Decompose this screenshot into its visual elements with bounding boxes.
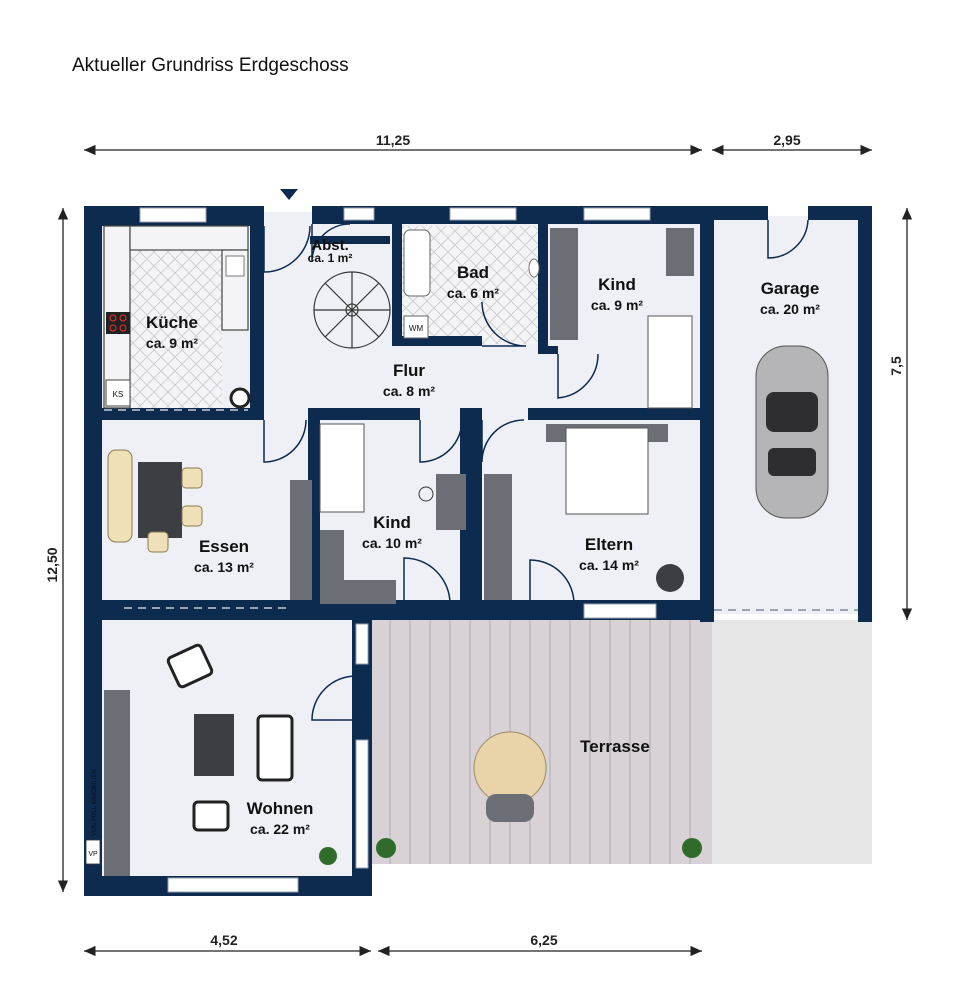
sofa xyxy=(256,714,294,782)
dim-left: 12,50 xyxy=(44,547,60,582)
svg-text:VP: VP xyxy=(88,851,98,858)
stove-icon xyxy=(106,312,130,334)
room-kind-top-name: Kind xyxy=(598,275,636,294)
room-bad-area: ca. 6 m² xyxy=(447,285,499,301)
open-passages xyxy=(104,409,858,611)
dimension-lines xyxy=(57,144,913,957)
shelf xyxy=(666,228,694,276)
fridge xyxy=(105,379,131,407)
room-garage-area: ca. 20 m² xyxy=(760,301,820,317)
windows xyxy=(139,207,657,893)
kitchen-tiles xyxy=(130,248,222,408)
desk xyxy=(436,474,466,530)
desk-chair-icon xyxy=(418,486,434,502)
terrace-deck xyxy=(370,618,712,864)
driveway xyxy=(712,620,872,864)
bath-sink-icon xyxy=(528,258,540,278)
bench xyxy=(107,449,133,543)
chimney-column xyxy=(229,387,251,409)
room-kueche-area: ca. 9 m² xyxy=(146,335,198,351)
dining-chairs xyxy=(147,467,203,553)
bathtub xyxy=(403,229,431,297)
bed-double xyxy=(565,427,649,515)
dim-top-garage: 2,95 xyxy=(773,132,800,148)
spiral-staircase xyxy=(313,271,391,349)
plant-terrace-right-icon xyxy=(682,838,702,858)
doors xyxy=(263,219,809,721)
plant-icon xyxy=(656,564,684,592)
dining-table xyxy=(138,462,182,538)
room-kind-mid-area: ca. 10 m² xyxy=(362,535,422,551)
plant-terrace-left-icon xyxy=(376,838,396,858)
room-eltern-name: Eltern xyxy=(585,535,633,554)
room-wohnen-name: Wohnen xyxy=(247,799,314,818)
room-bad-name: Bad xyxy=(457,263,489,282)
von-poll-logo: VP VON POLL IMMOBILIEN xyxy=(85,769,101,865)
car-icon xyxy=(755,345,829,519)
wardrobe xyxy=(550,228,578,340)
room-abst-area: ca. 1 m² xyxy=(308,251,353,265)
washing-machine-label: WM xyxy=(409,324,424,333)
room-essen-area: ca. 13 m² xyxy=(194,559,254,575)
dim-bottom-left: 4,52 xyxy=(210,932,237,948)
room-flur-area: ca. 8 m² xyxy=(383,383,435,399)
room-garage-name: Garage xyxy=(761,279,820,298)
armchair-top xyxy=(166,643,214,689)
room-terrasse-name: Terrasse xyxy=(580,737,650,756)
bed-single xyxy=(647,315,693,409)
room-abst-name: Abst. xyxy=(311,237,349,254)
entrance-arrow-icon xyxy=(280,189,298,200)
room-flur-name: Flur xyxy=(393,361,425,380)
plant-wohnen-icon xyxy=(319,847,337,865)
corner-desk xyxy=(320,530,396,604)
room-labels: Abst. ca. 1 m² Bad ca. 6 m² Kind ca. 9 m… xyxy=(146,237,820,837)
room-kind-mid-name: Kind xyxy=(373,513,411,532)
svg-text:VON POLL IMMOBILIEN: VON POLL IMMOBILIEN xyxy=(92,769,98,836)
washing-machine xyxy=(403,315,429,339)
dim-top-main: 11,25 xyxy=(376,132,410,148)
kitchen-sink-icon xyxy=(225,255,245,277)
coffee-table xyxy=(194,714,234,776)
room-kind-top-area: ca. 9 m² xyxy=(591,297,643,313)
room-kueche-name: Küche xyxy=(146,313,198,332)
armchair-bottom xyxy=(192,800,230,832)
room-eltern-area: ca. 14 m² xyxy=(579,557,639,573)
bed-single-mid xyxy=(319,423,365,513)
sideboard xyxy=(290,480,312,600)
dim-bottom-right: 6,25 xyxy=(530,932,557,948)
dim-right: 7,5 xyxy=(888,356,904,376)
fridge-label: KS xyxy=(113,390,124,399)
wardrobe-eltern xyxy=(484,474,512,600)
parasol-icon xyxy=(473,731,547,822)
room-wohnen-area: ca. 22 m² xyxy=(250,821,310,837)
page-title: Aktueller Grundriss Erdgeschoss xyxy=(72,55,349,76)
wall-unit xyxy=(104,690,130,876)
room-essen-name: Essen xyxy=(199,537,249,556)
